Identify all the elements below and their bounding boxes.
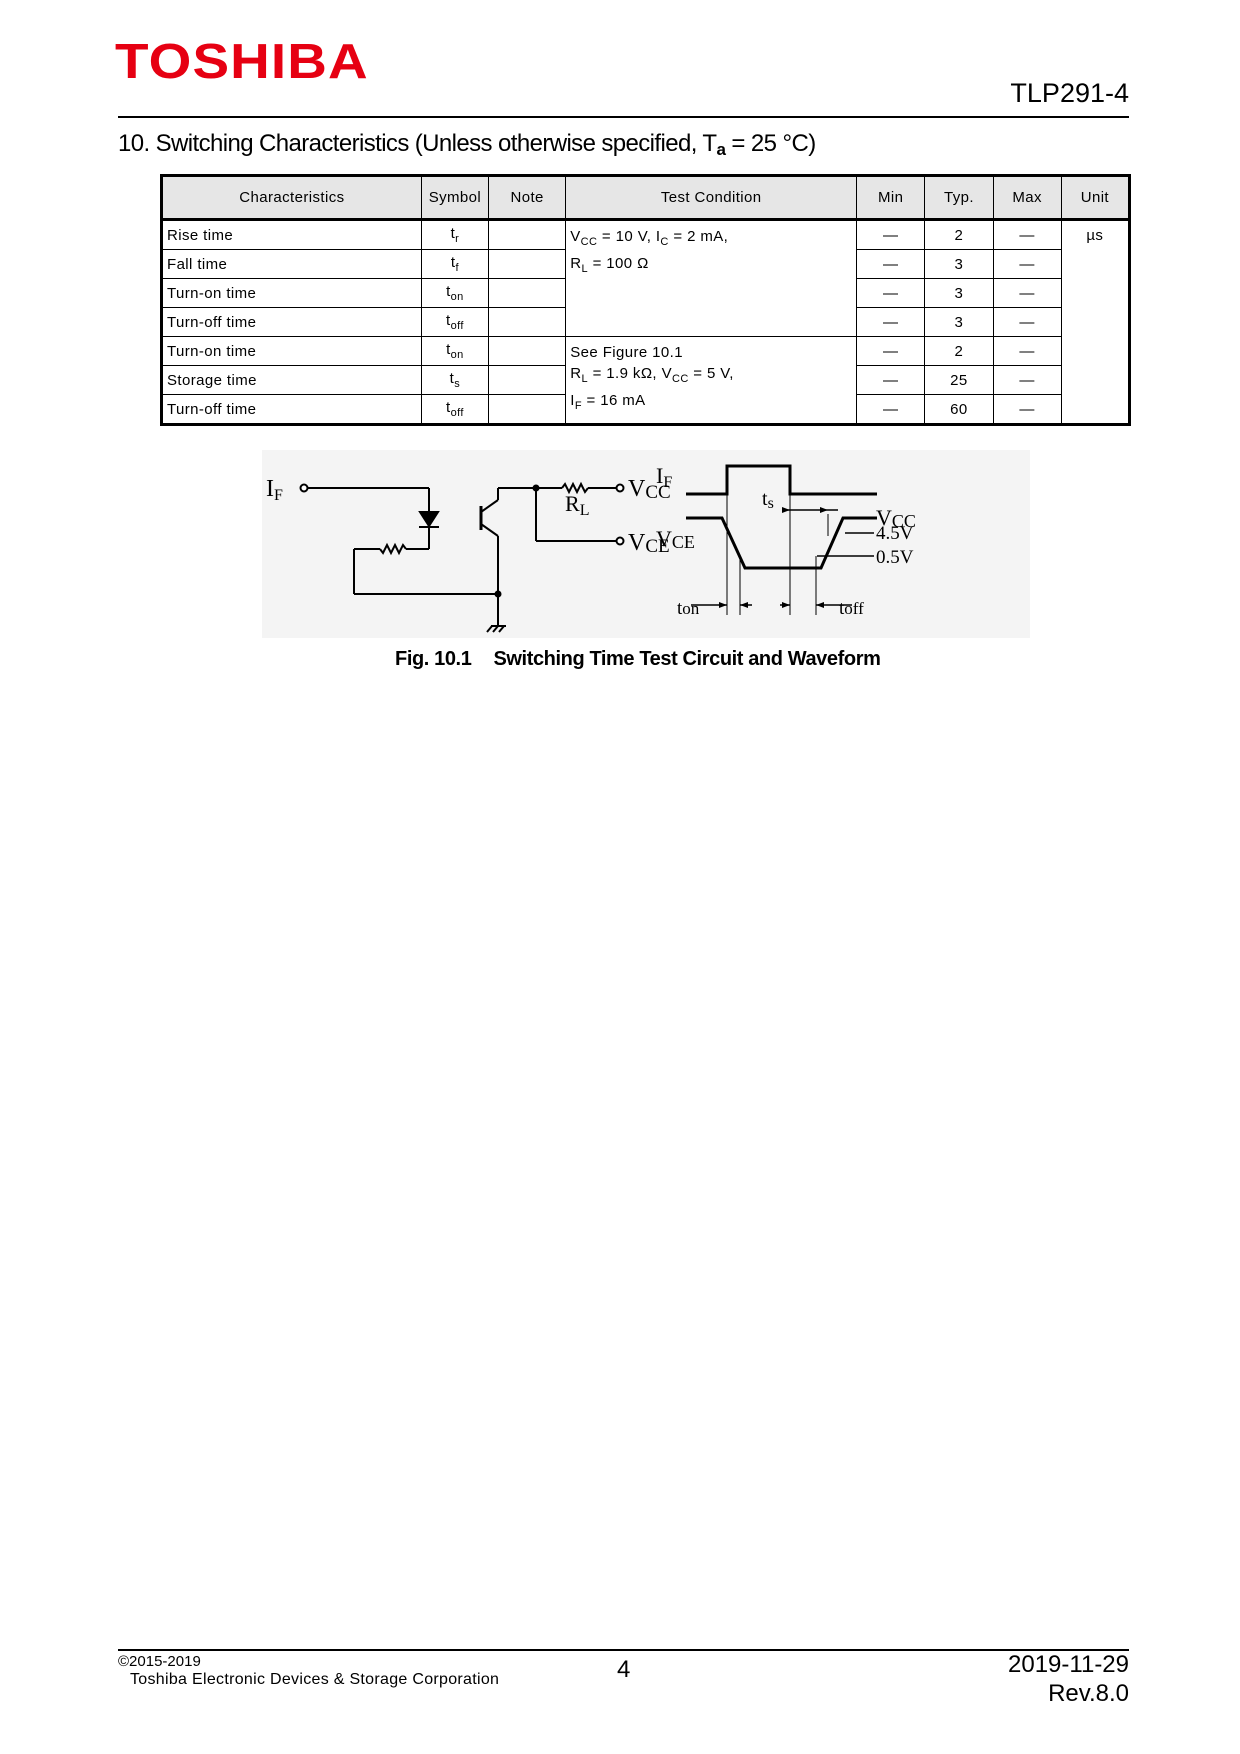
table-header-row: Characteristics Symbol Note Test Conditi…: [161, 175, 1131, 221]
min-cell: —: [856, 336, 926, 366]
note-cell: [487, 219, 567, 250]
typ-cell: 2: [924, 219, 994, 250]
typ-cell: 25: [924, 365, 994, 395]
v05-level-label: 0.5V: [876, 547, 914, 568]
col-header: Unit: [1060, 175, 1131, 221]
col-header: Symbol: [420, 175, 490, 221]
max-cell: —: [992, 278, 1062, 308]
note-cell: [487, 336, 567, 366]
note-cell: [487, 278, 567, 308]
characteristic-cell: Rise time: [161, 219, 422, 250]
typ-cell: 3: [924, 249, 994, 279]
symbol-cell: ton: [420, 278, 490, 308]
typ-cell: 3: [924, 307, 994, 337]
toshiba-logo: TOSHIBA: [115, 35, 369, 89]
symbol-cell: ts: [420, 365, 490, 395]
table-row: Turn-on time ton See Figure 10.1 RL = 1.…: [161, 336, 1130, 425]
test-condition-cell: VCC = 10 V, IC = 2 mA, RL = 100 Ω: [565, 219, 858, 337]
max-cell: —: [992, 394, 1062, 425]
ts-label: ts: [762, 488, 774, 512]
waveform-arrowheads: [719, 507, 828, 608]
vce-waveform-label: VCE: [656, 526, 695, 552]
min-cell: —: [856, 219, 926, 250]
rl-label: RL: [565, 491, 589, 519]
vcc-level-label: VCC: [876, 505, 916, 531]
min-cell: —: [856, 394, 926, 425]
junction-dot: [532, 484, 540, 492]
characteristic-cell: Turn-on time: [161, 278, 422, 308]
characteristic-cell: Turn-off time: [161, 394, 422, 425]
typ-cell: 3: [924, 278, 994, 308]
revision: Rev.8.0: [1048, 1680, 1129, 1707]
col-header: Note: [487, 175, 567, 221]
unit-cell: µs: [1060, 219, 1131, 425]
header-rule: [118, 116, 1129, 118]
test-circuit: [299, 481, 625, 633]
page-number: 4: [617, 1656, 631, 1683]
section-title: 10. Switching Characteristics (Unless ot…: [118, 130, 816, 159]
col-header: Characteristics: [161, 175, 422, 221]
toff-label: toff: [839, 598, 864, 619]
max-cell: —: [992, 336, 1062, 366]
table-row: Rise time tr VCC = 10 V, IC = 2 mA, RL =…: [161, 219, 1131, 425]
v45-level-label: 4.5V: [876, 523, 914, 544]
vce-terminal-label: VCE: [628, 530, 670, 557]
company-name: Toshiba Electronic Devices & Storage Cor…: [130, 1671, 500, 1688]
col-header: Max: [992, 175, 1062, 221]
typ-cell: 2: [924, 336, 994, 366]
min-cell: —: [856, 278, 926, 308]
col-header: Min: [856, 175, 926, 221]
max-cell: —: [992, 219, 1062, 250]
characteristic-cell: Fall time: [161, 249, 422, 279]
typ-cell: 60: [924, 394, 994, 425]
symbol-cell: ton: [420, 336, 490, 366]
switching-characteristics-table: Characteristics Symbol Note Test Conditi…: [160, 174, 1131, 426]
characteristic-cell: Turn-on time: [161, 336, 422, 366]
table-row: Turn-off time toff — 3 —: [161, 307, 1130, 337]
table-row: Storage time ts — 25 —: [161, 365, 1130, 395]
symbol-cell: tf: [420, 249, 490, 279]
symbol-cell: toff: [420, 307, 490, 337]
table-row: Turn-off time toff — 60 —: [161, 394, 1130, 425]
min-cell: —: [856, 249, 926, 279]
symbol-cell: toff: [420, 394, 490, 425]
table-row: Fall time tf — 3 —: [161, 249, 1130, 279]
note-cell: [487, 365, 567, 395]
note-cell: [487, 394, 567, 425]
if-waveform-label: IF: [656, 463, 672, 491]
col-header: Test Condition: [565, 175, 858, 221]
max-cell: —: [992, 307, 1062, 337]
if-input-label: IF: [266, 476, 283, 504]
characteristic-cell: Storage time: [161, 365, 422, 395]
characteristic-cell: Turn-off time: [161, 307, 422, 337]
note-cell: [487, 307, 567, 337]
part-number: TLP291-4: [1010, 78, 1129, 108]
min-cell: —: [856, 307, 926, 337]
switching-test-diagram: IF VCC VCE RL IF: [266, 463, 916, 633]
col-header: Typ.: [924, 175, 994, 221]
min-cell: —: [856, 365, 926, 395]
ton-label: ton: [677, 598, 700, 619]
waveform: [686, 464, 877, 615]
publication-date: 2019-11-29: [1008, 1651, 1129, 1678]
switching-test-figure: IF VCC VCE RL IF: [262, 450, 1030, 638]
symbol-cell: tr: [420, 219, 490, 250]
test-condition-cell: See Figure 10.1 RL = 1.9 kΩ, VCC = 5 V, …: [565, 336, 858, 425]
vcc-terminal-label: VCC: [628, 476, 671, 503]
junction-dot: [494, 590, 502, 598]
max-cell: —: [992, 365, 1062, 395]
copyright: ©2015-2019: [118, 1653, 201, 1670]
note-cell: [487, 249, 567, 279]
max-cell: —: [992, 249, 1062, 279]
footer-rule: [118, 1649, 1129, 1651]
